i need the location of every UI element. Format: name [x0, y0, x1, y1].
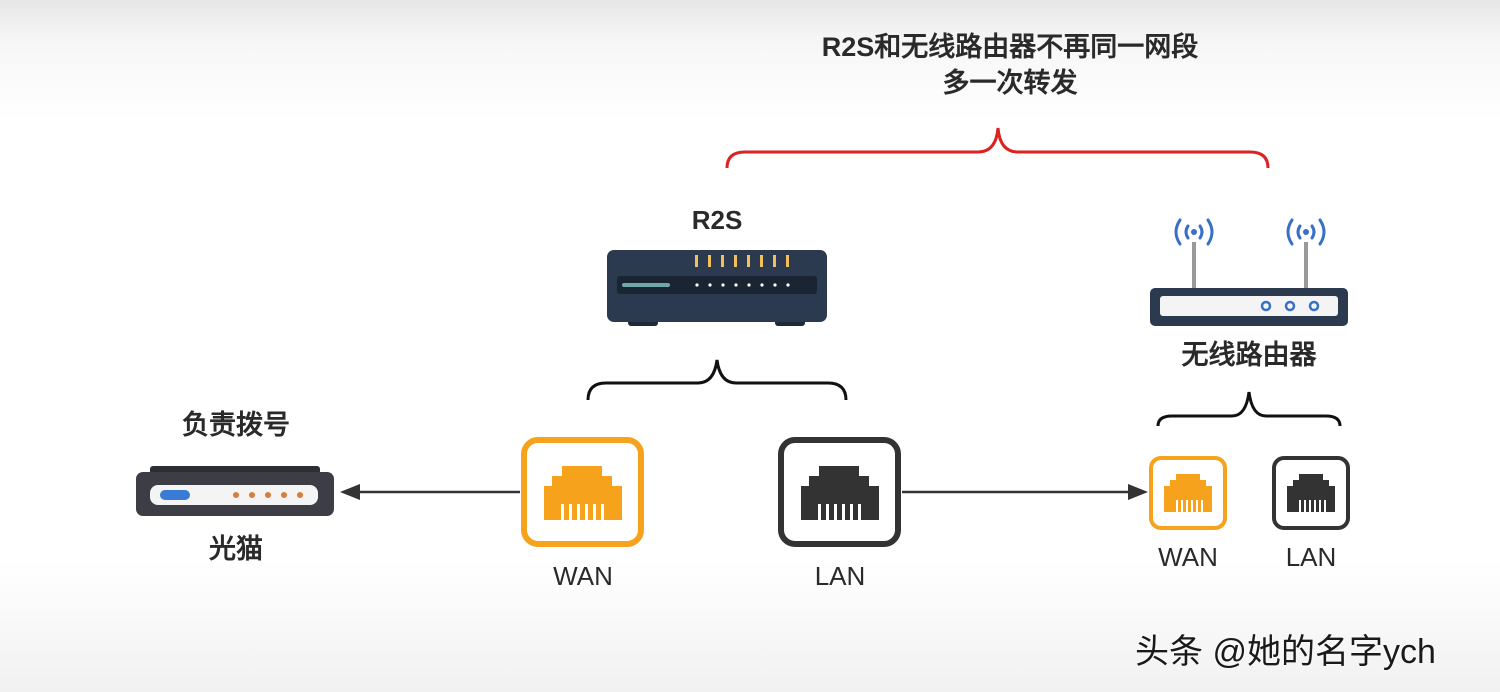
- r2s-label: R2S: [691, 205, 743, 235]
- modem-label: 光猫: [209, 534, 263, 564]
- header-line-1: R2S和无线路由器不再同一网段: [821, 32, 1199, 62]
- red-brace: [725, 127, 1270, 169]
- router-lan-port: [1272, 456, 1350, 530]
- arrow-wan-to-modem: [340, 484, 520, 500]
- watermark: 头条 @她的名字ych: [1135, 633, 1436, 671]
- router-wan-port: [1149, 456, 1227, 530]
- router-icon: [607, 250, 827, 326]
- r2s-lan-label: LAN: [814, 561, 866, 591]
- router-brace: [1156, 391, 1342, 427]
- router-lan-label: LAN: [1285, 542, 1337, 572]
- r2s-lan-port: [778, 437, 901, 547]
- header-line-2: 多一次转发: [942, 68, 1078, 98]
- modem-role-label: 负责拨号: [182, 410, 290, 440]
- wifi-router-icon: [1150, 218, 1348, 326]
- r2s-wan-port: [521, 437, 644, 547]
- wireless-router-label: 无线路由器: [1181, 340, 1317, 370]
- r2s-wan-label: WAN: [553, 561, 613, 591]
- modem-icon: [136, 466, 334, 516]
- router-wan-label: WAN: [1158, 542, 1218, 572]
- r2s-brace: [586, 359, 848, 401]
- arrow-lan-to-router-wan: [902, 484, 1148, 500]
